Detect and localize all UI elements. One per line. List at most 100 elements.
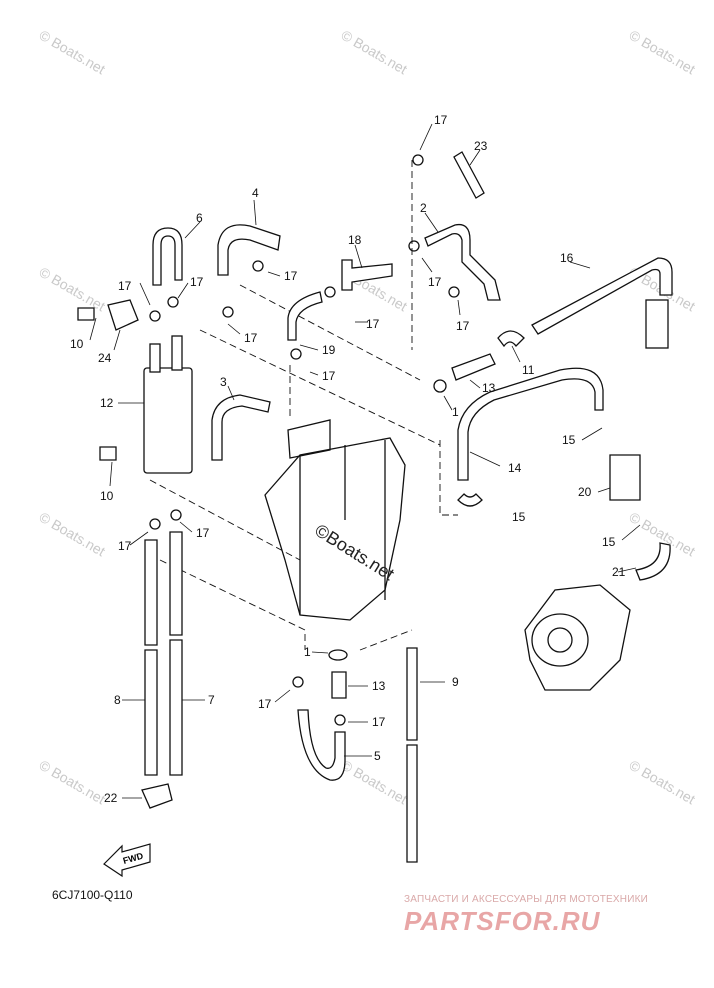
pump-flange	[531, 613, 589, 667]
hose-7-upper	[169, 531, 183, 636]
part-label: 20	[578, 485, 592, 499]
part-label: 17	[434, 113, 448, 127]
part-label: 17	[372, 715, 386, 729]
connector-13-lower	[331, 671, 347, 699]
part-label: 22	[104, 791, 118, 805]
part-label: 7	[208, 693, 215, 707]
tank-ribs	[299, 440, 386, 615]
background-watermarks: © Boats.net © Boats.net © Boats.net © Bo…	[37, 27, 699, 808]
leader-lines	[89, 123, 641, 799]
part-label: 17	[118, 539, 132, 553]
clamp-15	[457, 493, 483, 507]
part-label: 4	[252, 186, 259, 200]
part-label: 1	[304, 645, 311, 659]
watermark: © Boats.net	[37, 264, 109, 315]
watermark: © Boats.net	[627, 27, 699, 78]
bracket-24	[107, 299, 139, 331]
brand-logo: PARTSFOR.RU	[404, 906, 601, 936]
brand-caption: ЗАПЧАСТИ И АКСЕССУАРЫ ДЛЯ МОТОТЕХНИКИ	[404, 894, 649, 905]
watermark: © Boats.net	[339, 27, 411, 78]
watermark: © Boats.net	[627, 757, 699, 808]
part-label: 10	[100, 489, 114, 503]
components	[77, 154, 669, 809]
part-label: 6	[196, 211, 203, 225]
hose-8-lower	[144, 649, 158, 776]
part-label: 3	[220, 375, 227, 389]
hose-3	[211, 394, 271, 461]
clamp-11	[497, 330, 525, 348]
fuel-filter-12	[143, 367, 193, 474]
part-label: 17	[322, 369, 336, 383]
clip-17	[252, 260, 264, 272]
clip-17	[324, 286, 336, 298]
clip-17	[170, 509, 182, 521]
part-label: 1	[452, 405, 459, 419]
hose-19-pipe	[287, 291, 323, 341]
watermark: © Boats.net	[37, 757, 109, 808]
part-label: 8	[114, 693, 121, 707]
part-label: 14	[508, 461, 522, 475]
filter-20	[609, 454, 641, 501]
part-label: 10	[70, 337, 84, 351]
assembly-guide-lines	[149, 160, 458, 651]
hose-5	[297, 709, 346, 781]
hose-6	[152, 227, 183, 286]
part-label: 17	[284, 269, 298, 283]
clip-17	[149, 310, 161, 322]
part-label: 17	[366, 317, 380, 331]
part-label: 17	[196, 526, 210, 540]
part-label: 17	[190, 275, 204, 289]
joint-18	[341, 259, 393, 291]
part-label: 13	[482, 381, 496, 395]
part-label: 17	[456, 319, 470, 333]
bolt-10-upper	[77, 307, 95, 321]
watermark: © Boats.net	[37, 509, 109, 560]
part-label: 17	[428, 275, 442, 289]
hose-2	[424, 223, 501, 301]
watermark: © Boats.net	[37, 27, 109, 78]
clip-17	[412, 154, 424, 166]
hose-9-lower	[406, 744, 418, 863]
filter-nipple	[171, 335, 183, 371]
part-label: 19	[322, 343, 336, 357]
part-label: 15	[602, 535, 616, 549]
hose-8-upper	[144, 539, 158, 646]
part-label: 16	[560, 251, 574, 265]
clip-17	[292, 676, 304, 688]
tank-top-fitting	[287, 419, 331, 459]
o-ring-1-lower	[328, 649, 348, 661]
part-code: 6CJ7100-Q110	[52, 888, 133, 902]
o-ring-1-upper	[433, 379, 447, 393]
part-label: 17	[244, 331, 258, 345]
clip-17	[290, 348, 302, 360]
watermark: © Boats.net	[339, 757, 411, 808]
part-label: 24	[98, 351, 112, 365]
hose-4	[217, 224, 281, 276]
fwd-arrow-icon: FWD	[103, 843, 151, 878]
clip-17	[222, 306, 234, 318]
clip-17	[149, 518, 161, 530]
elbow-22	[141, 783, 173, 809]
part-label: 9	[452, 675, 459, 689]
part-label: 13	[372, 679, 386, 693]
part-label: 18	[348, 233, 362, 247]
hose-9-upper	[406, 647, 418, 741]
part-label: 23	[474, 139, 488, 153]
bolt-10-lower	[99, 446, 117, 461]
part-label: 21	[612, 565, 626, 579]
fuel-pump	[524, 584, 631, 691]
hose-14	[457, 367, 604, 481]
clip-17	[408, 240, 420, 252]
hose-16	[531, 257, 673, 335]
part-label: 2	[420, 201, 427, 215]
clip-17	[448, 286, 460, 298]
part-labels: 17 23 4 6 2 18 17 17 17 16 17 17 17 10 2…	[70, 113, 626, 805]
part-label: 15	[562, 433, 576, 447]
hose-7-lower	[169, 639, 183, 776]
pump-shaft	[547, 627, 573, 653]
clip-17	[167, 296, 179, 308]
hoses	[144, 151, 673, 863]
part-label: 15	[512, 510, 526, 524]
filter-nipple	[149, 343, 161, 373]
hose-23	[453, 151, 485, 199]
